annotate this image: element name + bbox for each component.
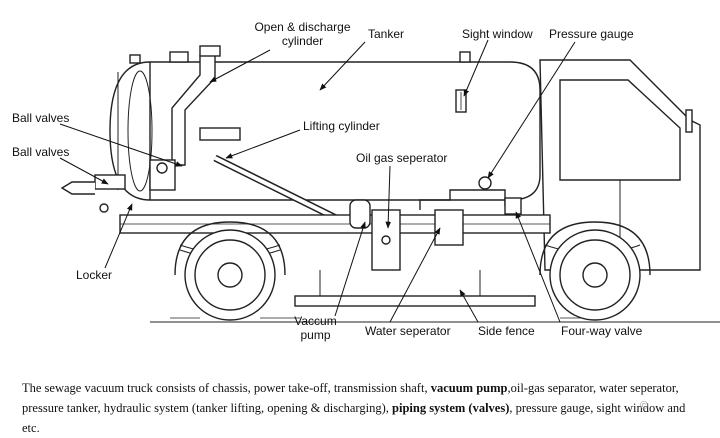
oil-gas-separator-shape xyxy=(371,209,401,271)
label-tanker: Tanker xyxy=(368,27,405,41)
label-water-separator: Water seperator xyxy=(365,324,451,338)
manhole xyxy=(169,51,189,63)
discharge-cylinder-shape xyxy=(199,127,241,141)
label-locker: Locker xyxy=(76,268,113,282)
label-ball-valves-bottom: Ball valves xyxy=(12,145,70,159)
caption-line-2-a: pressure tanker, hydraulic system (tanke… xyxy=(22,401,393,415)
side-fence-shape xyxy=(294,295,536,307)
label-side-fence: Side fence xyxy=(478,324,535,338)
rear-wheel xyxy=(174,221,286,321)
caption-line-1-c: ,oil-gas separator, water seperator, xyxy=(507,381,679,395)
water-separator-shape xyxy=(434,209,464,246)
label-open-discharge-cylinder: Open & discharge cylinder xyxy=(254,20,351,48)
caption-line-1-bold: vacuum pump xyxy=(430,381,508,395)
caption-line-1-a: The sewage vacuum truck consists of chas… xyxy=(22,381,431,395)
truck-diagram xyxy=(59,39,720,323)
label-vacuum-pump: Vaccum pump xyxy=(294,314,337,342)
vacuum-pump-shape xyxy=(349,199,371,229)
caption: The sewage vacuum truck consists of chas… xyxy=(22,378,702,438)
pressure-gauge-shape xyxy=(478,176,492,190)
label-pressure-gauge: Pressure gauge xyxy=(549,27,634,41)
caption-line-2: pressure tanker, hydraulic system (tanke… xyxy=(22,398,702,438)
caption-line-1: The sewage vacuum truck consists of chas… xyxy=(22,378,702,398)
watermark: © xyxy=(640,400,649,412)
discharge-pipe xyxy=(171,54,216,166)
callout-arrows xyxy=(59,39,576,323)
label-four-way-valve: Four-way valve xyxy=(561,324,643,338)
label-lifting-cylinder: Lifting cylinder xyxy=(303,119,380,133)
caption-line-2-bold: piping system (valves) xyxy=(392,401,510,415)
front-wheel xyxy=(539,221,651,321)
label-sight-window: Sight window xyxy=(462,27,533,41)
label-ball-valves-top: Ball valves xyxy=(12,111,70,125)
truck-drawing xyxy=(59,39,720,323)
cab xyxy=(539,59,701,271)
label-oil-gas-separator: Oil gas seperator xyxy=(356,151,448,165)
